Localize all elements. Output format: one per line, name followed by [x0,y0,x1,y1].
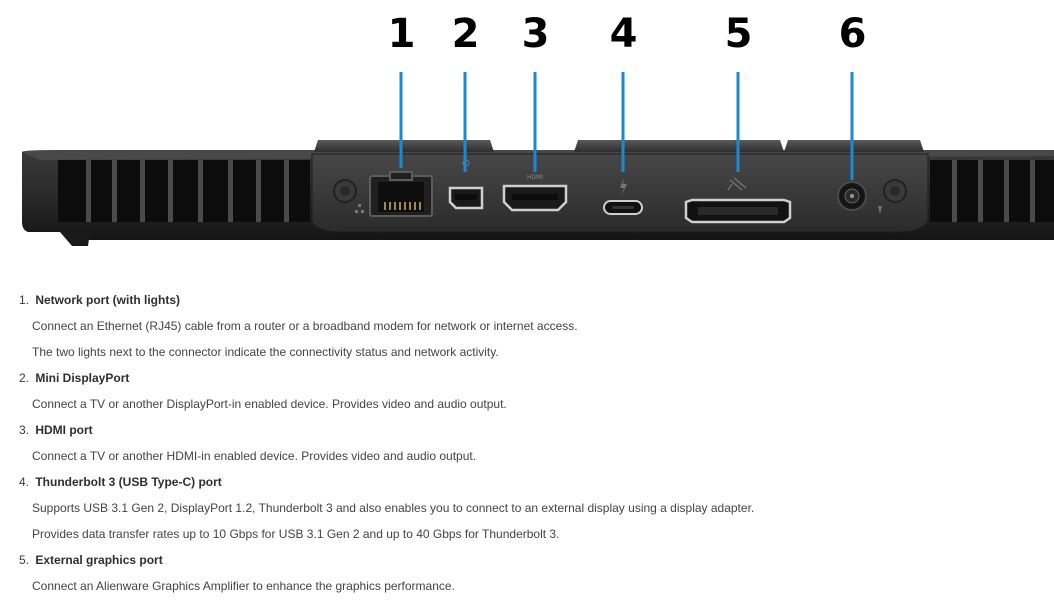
chassis-foot [60,232,90,246]
thunderbolt-symbol-icon [620,178,627,196]
port-number: 1. [19,293,30,307]
port-heading: 2. Mini DisplayPort [0,365,1054,391]
callout-number-2: 2 [451,11,480,57]
port-list: 1. Network port (with lights) Connect an… [0,287,1054,599]
callout-number-1: 1 [387,11,416,57]
port-item-hdmi: 3. HDMI port Connect a TV or another HDM… [0,417,1054,469]
hinge-left [314,140,494,152]
graphics-amplifier-symbol-icon [727,177,747,191]
port-item-mini-displayport: 2. Mini DisplayPort Connect a TV or anot… [0,365,1054,417]
port-item-network: 1. Network port (with lights) Connect an… [0,287,1054,365]
callout-number-3: 3 [521,11,550,57]
hdmi-port [502,184,568,212]
external-graphics-port [684,198,792,224]
port-item-external-graphics: 5. External graphics port Connect an Ali… [0,547,1054,599]
port-description: Supports USB 3.1 Gen 2, DisplayPort 1.2,… [32,501,755,515]
port-description: Connect an Alienware Graphics Amplifier … [32,579,455,593]
port-item-thunderbolt: 4. Thunderbolt 3 (USB Type-C) port Suppo… [0,469,1054,547]
port-title: Mini DisplayPort [35,371,130,385]
port-description: The two lights next to the connector ind… [32,345,499,359]
screw-left-center [340,186,350,196]
port-number: 3. [19,423,30,437]
laptop-rear-drawing: HDMI [22,72,1054,246]
callout-number-5: 5 [724,11,753,57]
right-vent [930,160,1054,222]
screw-right-center [890,186,900,196]
mini-displayport-port [448,186,484,210]
hinge-center [574,140,784,152]
port-title: HDMI port [35,423,93,437]
port-title: Thunderbolt 3 (USB Type-C) port [35,475,222,489]
port-description: Connect a TV or another HDMI-in enabled … [32,449,477,463]
port-heading: 1. Network port (with lights) [0,287,1054,313]
hinge-right [784,140,924,152]
network-symbol-icon [355,204,364,213]
callout-number-6: 6 [838,11,867,57]
power-adapter-port [837,181,867,211]
network-port [369,171,433,217]
laptop-rear-illustration: HDMI [0,0,1054,275]
hdmi-symbol-icon: HDMI [527,174,543,181]
port-number: 5. [19,553,30,567]
thunderbolt-usb-c-port [603,200,643,215]
callout-lines [399,72,854,180]
left-vent [58,160,310,222]
port-description: Connect a TV or another DisplayPort-in e… [32,397,507,411]
callout-number-4: 4 [609,11,638,57]
port-description: Provides data transfer rates up to 10 Gb… [32,527,560,541]
port-number: 4. [19,475,30,489]
port-heading: 4. Thunderbolt 3 (USB Type-C) port [0,469,1054,495]
port-heading: 5. External graphics port [0,547,1054,573]
port-heading: 3. HDMI port [0,417,1054,443]
port-number: 2. [19,371,30,385]
power-symbol-icon [878,206,882,214]
port-title: Network port (with lights) [35,293,180,307]
port-description: Connect an Ethernet (RJ45) cable from a … [32,319,578,333]
port-title: External graphics port [35,553,163,567]
